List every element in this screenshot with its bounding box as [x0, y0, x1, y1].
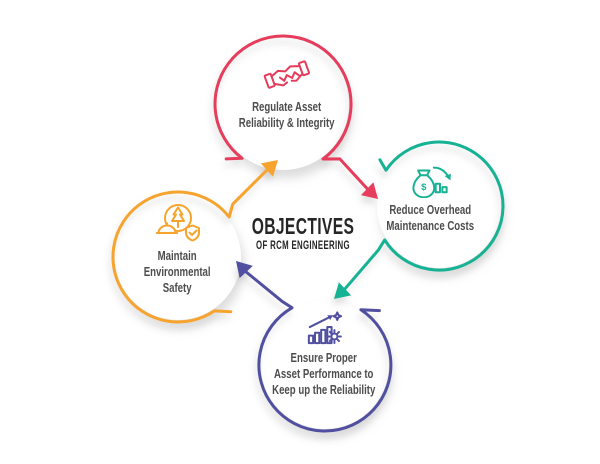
top-circle-bg: [217, 38, 349, 170]
label-line: Regulate Asset: [252, 99, 322, 114]
node-maintain-safety: Maintain Environmental Safety: [97, 202, 257, 296]
left-ring: [111, 168, 269, 324]
performance-growth-icon: [302, 310, 346, 346]
right-circle-bg: [377, 144, 501, 268]
label-line: Maintenance Costs: [386, 218, 474, 233]
svg-text:$: $: [421, 182, 427, 193]
left-circle-bg: [115, 194, 241, 320]
node-label: Reduce Overhead Maintenance Costs: [371, 202, 489, 234]
right-ring-and-arrow: [334, 140, 505, 299]
environmental-safety-icon: [153, 202, 201, 244]
label-line: Ensure Proper: [290, 350, 358, 365]
diagram-title: OBJECTIVES: [251, 213, 355, 239]
left-ring-and-arrow: [111, 160, 278, 324]
circle-backgrounds: [115, 38, 501, 429]
node-label: Maintain Environmental Safety: [132, 248, 222, 296]
top-ring-and-arrow: [213, 34, 378, 199]
node-regulate-asset: Regulate Asset Reliability & Integrity: [197, 55, 377, 131]
node-label: Ensure Proper Asset Performance to Keep …: [254, 350, 393, 398]
label-line: Reliability & Integrity: [239, 115, 335, 130]
label-line: Safety: [162, 280, 192, 295]
top-ring: [213, 34, 369, 191]
right-ring: [343, 140, 505, 291]
handshake-icon: [263, 55, 311, 95]
arrow-right-to-bottom-icon: [334, 282, 352, 299]
label-line: Environmental: [143, 264, 211, 279]
diagram-title-block: OBJECTIVES OF RCM ENGINEERING: [223, 213, 383, 254]
node-label: Regulate Asset Reliability & Integrity: [222, 99, 351, 131]
arrow-top-to-right-icon: [361, 182, 378, 199]
label-line: Maintain: [157, 248, 197, 263]
label-line: Asset Performance to: [274, 366, 374, 381]
cost-reduction-icon: $: [406, 160, 451, 198]
bottom-ring-and-arrow: [236, 261, 393, 433]
arrow-bottom-to-left-icon: [236, 261, 253, 279]
bottom-circle-bg: [261, 301, 389, 429]
arrow-left-to-top-icon: [260, 160, 278, 177]
label-line: Keep up the Reliability: [272, 382, 376, 397]
node-reduce-costs: $ Reduce Overhead Maintenance Costs: [340, 160, 520, 234]
node-ensure-performance: Ensure Proper Asset Performance to Keep …: [229, 310, 419, 398]
diagram-subtitle: OF RCM ENGINEERING: [256, 240, 350, 252]
bottom-ring: [244, 270, 393, 433]
label-line: Reduce Overhead: [389, 202, 471, 217]
